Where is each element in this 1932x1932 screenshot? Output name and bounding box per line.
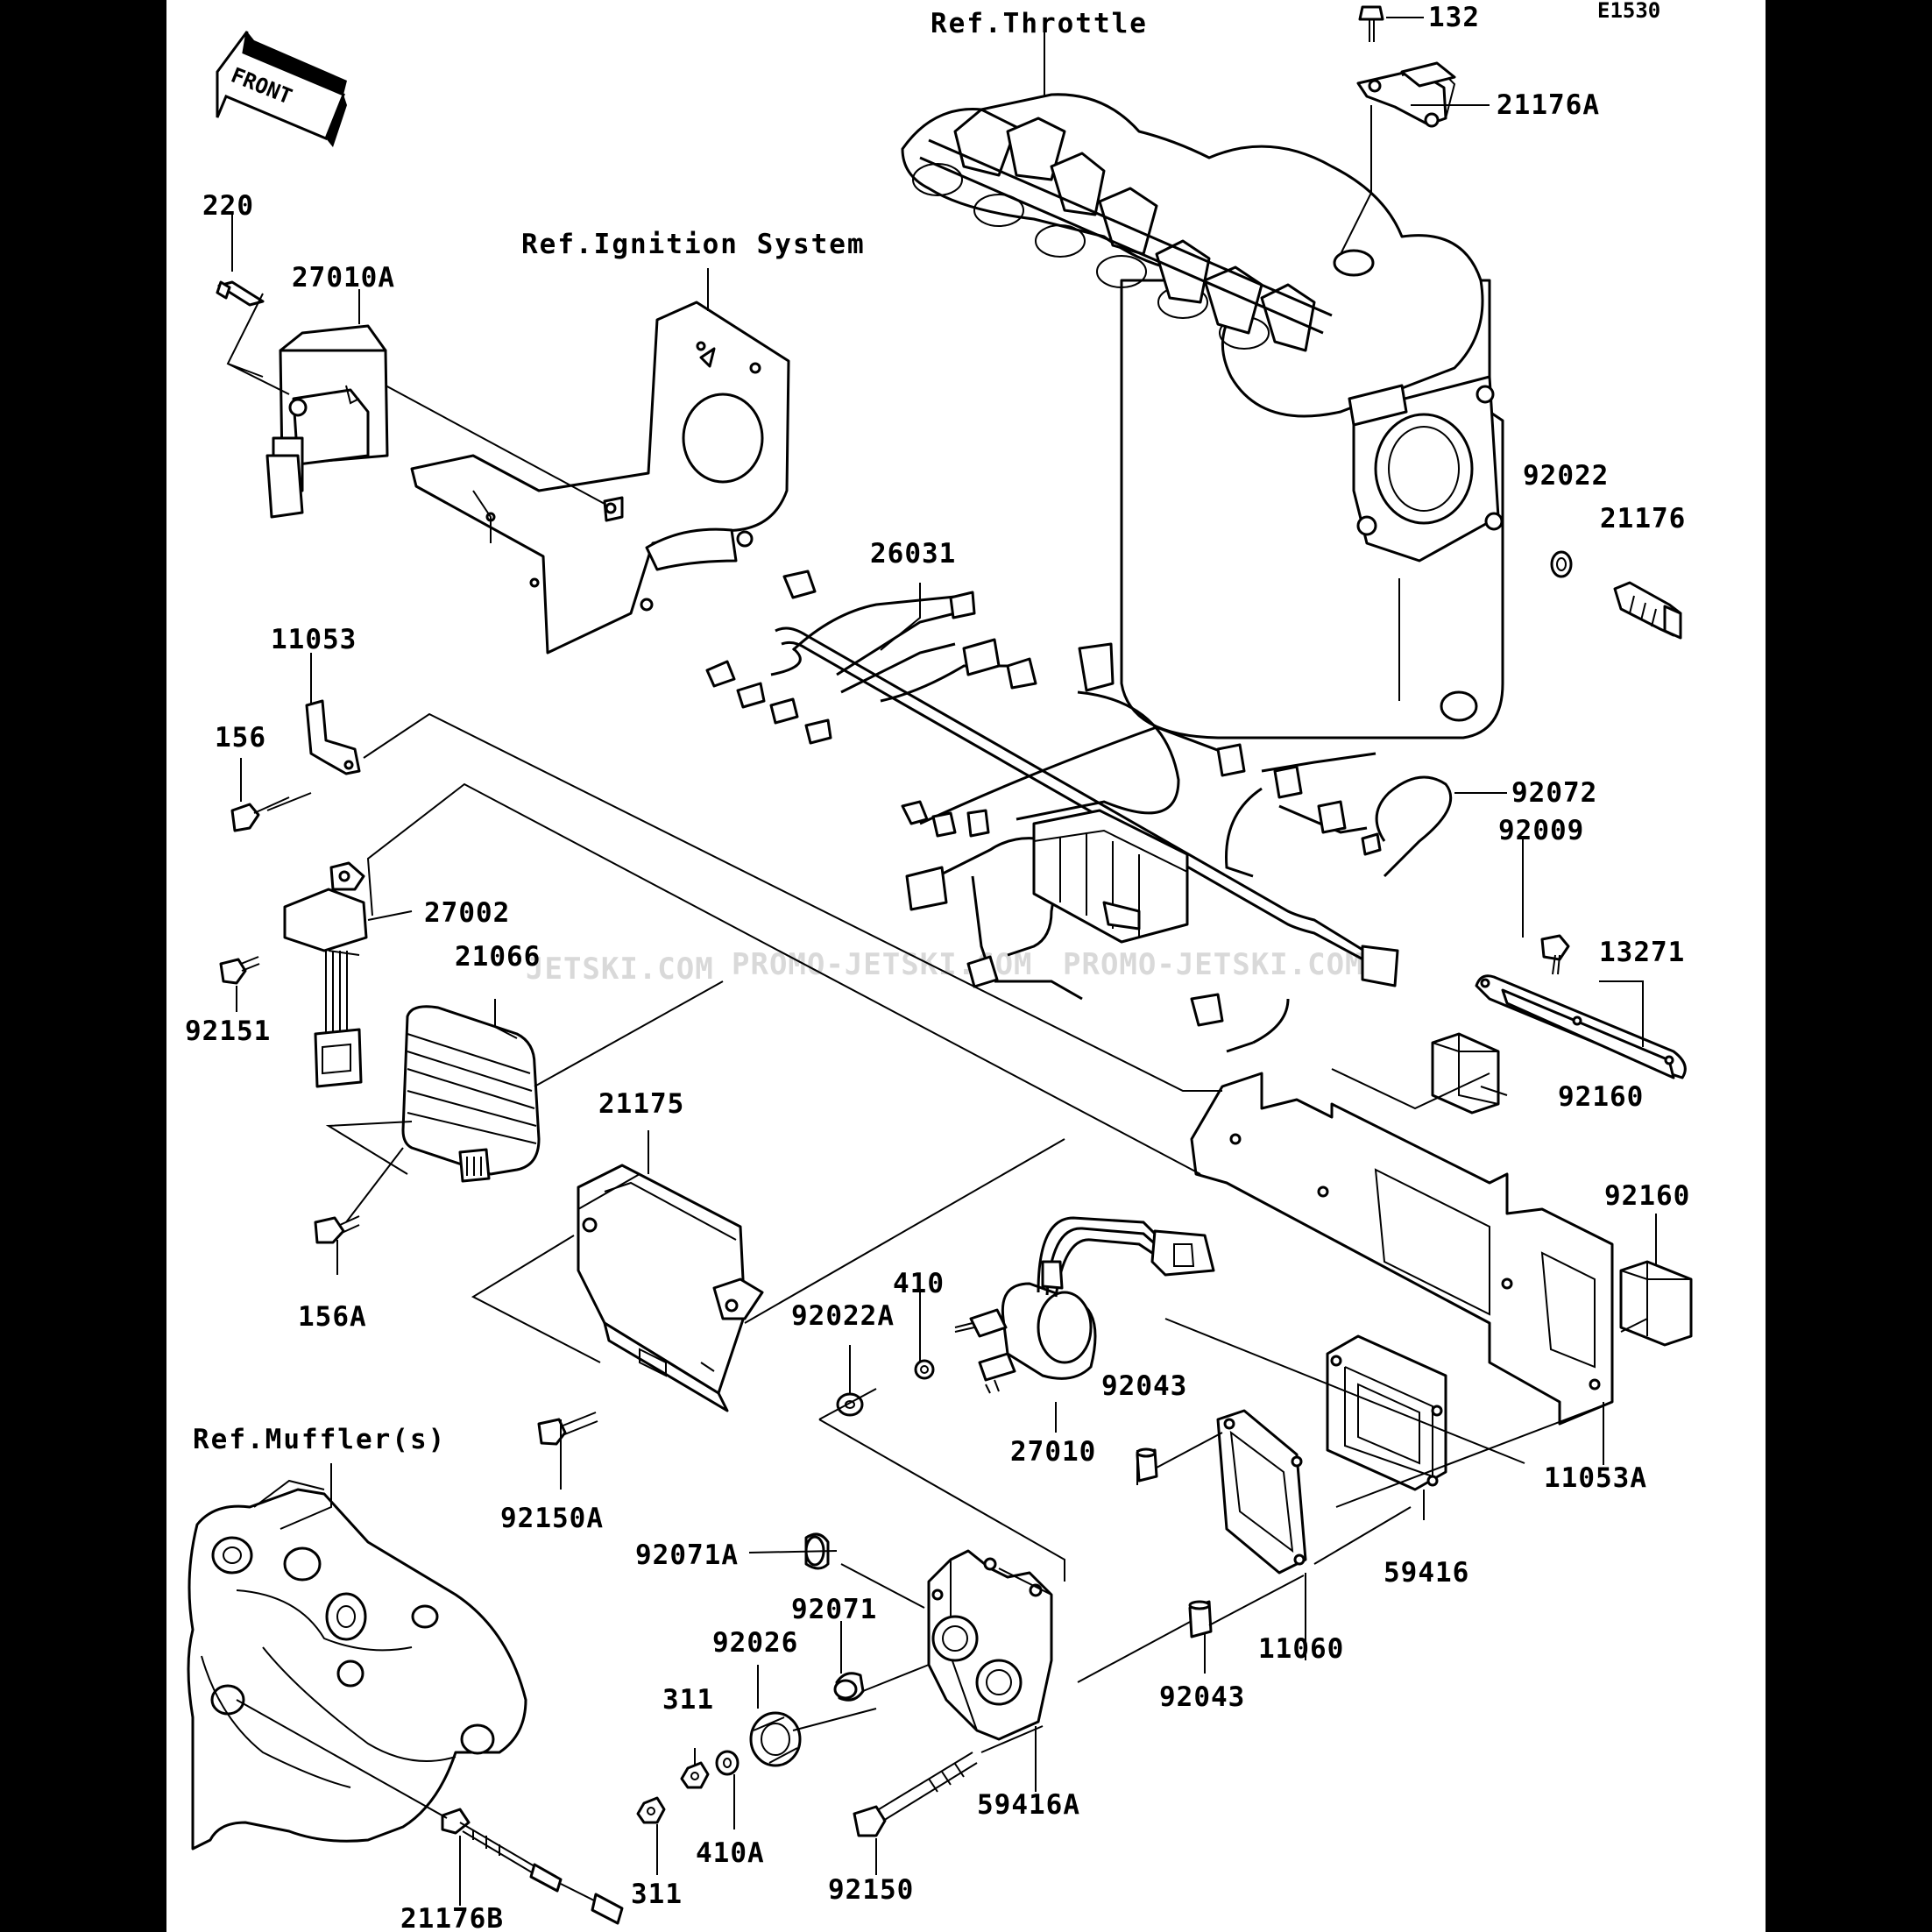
part-label-11053: 11053 xyxy=(271,624,357,655)
washer-92022A xyxy=(836,1392,864,1417)
part-label-21066: 21066 xyxy=(455,941,541,973)
part-label-27010: 27010 xyxy=(1010,1436,1096,1468)
bolt-92009 xyxy=(1540,934,1570,975)
part-label-27002: 27002 xyxy=(424,897,510,929)
part-label-92160-top: 92160 xyxy=(1558,1081,1644,1113)
ecu-21175 xyxy=(577,1164,764,1412)
sensor-21176A xyxy=(1356,61,1456,128)
sensor-21176 xyxy=(1613,581,1682,640)
bolt-156 xyxy=(230,796,290,832)
washer-92022 xyxy=(1550,550,1573,578)
gasket-59416 xyxy=(1326,1334,1447,1491)
part-label-11053A: 11053A xyxy=(1544,1462,1647,1494)
part-label-311-lower: 311 xyxy=(631,1879,683,1910)
leader-lines xyxy=(226,17,1657,1906)
part-label-311-upper: 311 xyxy=(662,1684,714,1716)
part-label-92160-bottom: 92160 xyxy=(1604,1180,1690,1212)
part-label-92072: 92072 xyxy=(1511,777,1597,809)
part-label-92022: 92022 xyxy=(1523,460,1609,492)
bolt-220 xyxy=(216,280,265,307)
bolt-92151 xyxy=(219,956,260,985)
part-label-92071: 92071 xyxy=(791,1594,877,1625)
part-label-13271: 13271 xyxy=(1599,937,1685,968)
muffler-reference xyxy=(187,1488,527,1851)
parts-diagram: JETSKI.COM PROMO-JETSKI.COM PROMO-JETSKI… xyxy=(185,0,1693,1932)
nut-311-lower xyxy=(636,1796,666,1824)
part-label-59416A: 59416A xyxy=(977,1789,1080,1821)
parts-diagram-sheet: JETSKI.COM PROMO-JETSKI.COM PROMO-JETSKI… xyxy=(166,0,1766,1932)
bolt-132 xyxy=(1358,5,1384,42)
spacer-92043-upper xyxy=(1136,1447,1158,1483)
washer-410A xyxy=(715,1750,740,1776)
part-label-11060: 11060 xyxy=(1258,1633,1344,1665)
ref-muffler-label: Ref.Muffler(s) xyxy=(193,1424,446,1455)
part-label-26031: 26031 xyxy=(870,538,956,570)
sensor-27002 xyxy=(283,861,368,1088)
part-label-92150: 92150 xyxy=(828,1874,914,1906)
part-label-92022A: 92022A xyxy=(791,1300,895,1332)
ignition-bracket xyxy=(410,301,790,655)
part-label-59416: 59416 xyxy=(1384,1557,1469,1589)
part-label-21176: 21176 xyxy=(1600,503,1686,534)
part-label-21176B: 21176B xyxy=(400,1903,504,1932)
housing-59416A xyxy=(927,1549,1053,1741)
washer-410 xyxy=(914,1359,935,1380)
part-label-410A: 410A xyxy=(696,1837,765,1869)
part-label-92043-lower: 92043 xyxy=(1159,1681,1245,1713)
part-label-156A: 156A xyxy=(298,1301,367,1333)
bracket-13271 xyxy=(1475,974,1687,1079)
part-label-220: 220 xyxy=(202,190,254,222)
solenoid-27010 xyxy=(954,1216,1215,1394)
pad-92160-bottom xyxy=(1619,1260,1693,1347)
diagram-code: E1530 xyxy=(1597,0,1660,23)
bracket-11053 xyxy=(305,699,361,775)
mounting-plate-11053A xyxy=(1190,1072,1614,1426)
part-label-92009: 92009 xyxy=(1498,815,1584,846)
clamp-92072 xyxy=(1361,775,1453,878)
gasket-11060 xyxy=(1216,1409,1307,1575)
watermark-3: PROMO-JETSKI.COM xyxy=(1063,947,1364,982)
part-label-21175: 21175 xyxy=(598,1088,684,1120)
bolt-92150 xyxy=(853,1752,978,1837)
part-label-27010A: 27010A xyxy=(292,262,395,294)
watermark-1: JETSKI.COM xyxy=(526,952,714,987)
spacer-92043-lower xyxy=(1188,1600,1213,1638)
part-label-156: 156 xyxy=(215,722,266,754)
part-label-92071A: 92071A xyxy=(635,1539,739,1571)
regulator-21066 xyxy=(401,1005,541,1183)
part-label-92043-upper: 92043 xyxy=(1101,1370,1187,1402)
front-arrow-icon: FRONT xyxy=(216,31,347,147)
part-label-92150A: 92150A xyxy=(500,1503,604,1534)
nut-311-upper xyxy=(680,1761,710,1789)
bolt-156A xyxy=(314,1215,360,1244)
sensor-21176B xyxy=(441,1808,624,1925)
part-label-21176A: 21176A xyxy=(1497,89,1600,121)
ref-ignition-label: Ref.Ignition System xyxy=(521,229,866,260)
part-label-92151: 92151 xyxy=(185,1016,271,1047)
part-label-132: 132 xyxy=(1428,2,1480,33)
seal-92026 xyxy=(749,1711,802,1767)
part-label-92026: 92026 xyxy=(712,1627,798,1659)
relay-27010A xyxy=(265,324,389,519)
wiring-harness-26031 xyxy=(705,570,1399,1053)
bolt-92150A xyxy=(537,1412,598,1446)
part-label-410: 410 xyxy=(893,1268,945,1299)
ref-throttle-label: Ref.Throttle xyxy=(931,8,1148,39)
grommet-92071 xyxy=(833,1672,865,1702)
throttle-body-assembly xyxy=(901,93,1504,740)
